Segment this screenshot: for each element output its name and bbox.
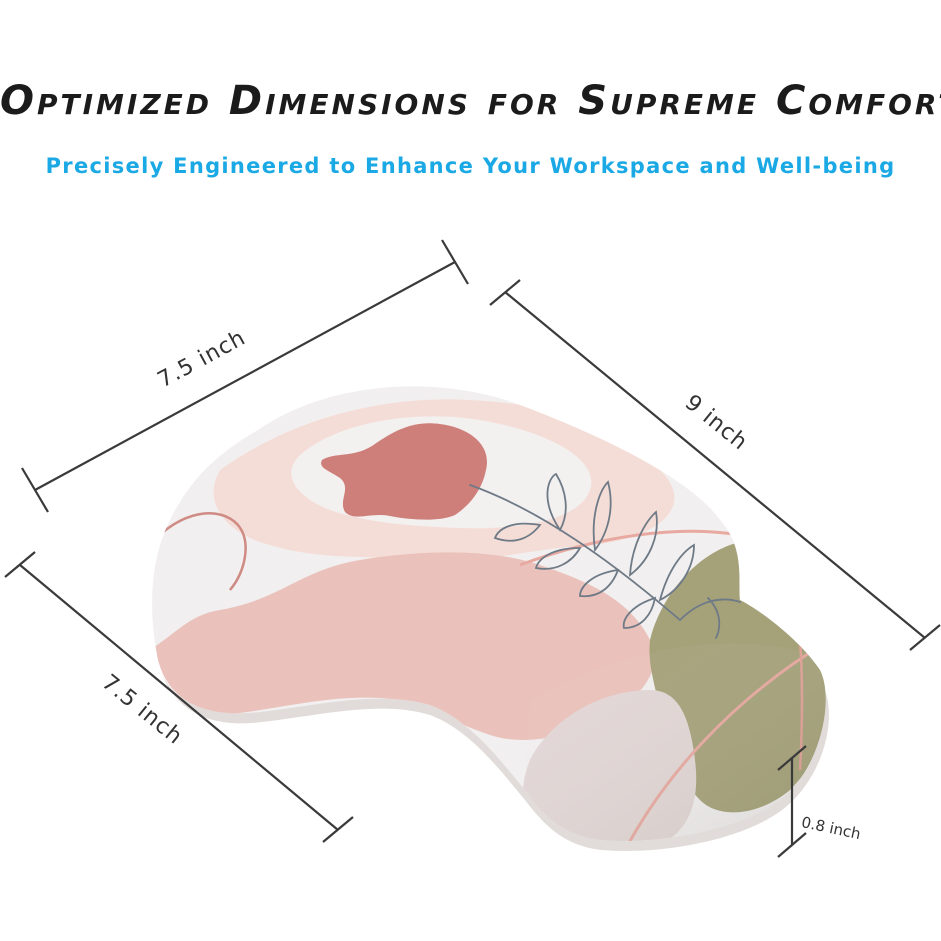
dimension-left-width — [4, 551, 354, 843]
pad-edge-shadow — [160, 668, 829, 851]
dimension-top-width — [21, 239, 469, 513]
leaf-branch-art — [469, 472, 741, 639]
dimension-right-length — [489, 279, 941, 651]
headline: Optimized Dimensions for Supreme Comfort — [0, 78, 941, 124]
dimension-height — [777, 745, 807, 858]
dimension-label-height: 0.8 inch — [800, 813, 862, 843]
dimension-label-top-width: 7.5 inch — [154, 325, 250, 393]
subheadline: Precisely Engineered to Enhance Your Wor… — [45, 154, 896, 178]
